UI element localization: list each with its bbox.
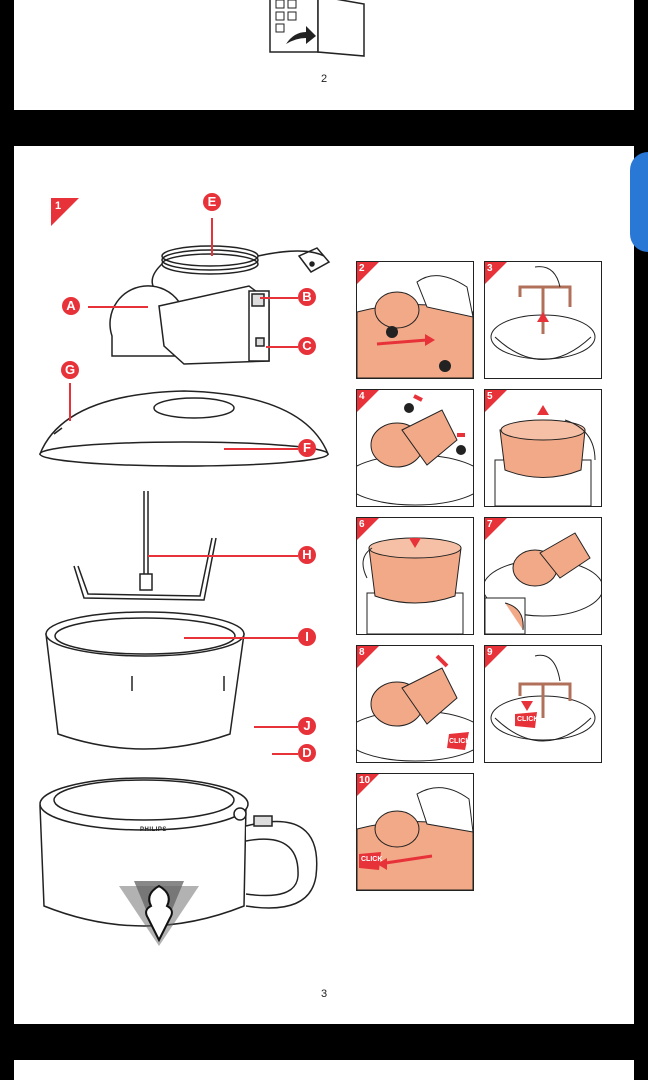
lid: [38, 390, 330, 467]
power-cord: [151, 245, 331, 295]
step-panel-6: 6: [356, 517, 474, 635]
philips-logo-graphic: [119, 881, 199, 946]
step-panel-3: 3: [484, 261, 602, 379]
base-jug: [39, 777, 318, 927]
figure-1-badge: [51, 198, 79, 226]
leader-line-h: [148, 555, 298, 557]
callout-f: F: [298, 439, 316, 457]
step-number: 7: [487, 519, 493, 530]
step-number: 4: [359, 391, 365, 402]
mixing-bowl: [45, 611, 245, 750]
section-tab[interactable]: [630, 152, 648, 252]
click-label: CLICK: [449, 738, 471, 745]
callout-b: B: [298, 288, 316, 306]
leader-line-i: [184, 637, 298, 639]
callout-d: D: [298, 744, 316, 762]
leader-line-a: [88, 306, 148, 308]
figure-1-label: 1: [55, 200, 62, 212]
step-panel-10: 10 CLICK: [356, 773, 474, 891]
callout-j: J: [298, 717, 316, 735]
callout-c: C: [298, 337, 316, 355]
callout-a: A: [62, 297, 80, 315]
step-panel-7: 7: [484, 517, 602, 635]
click-label: CLICK: [517, 716, 539, 723]
step-number: 10: [359, 775, 371, 786]
leader-line-f: [224, 448, 298, 450]
callout-i: I: [298, 628, 316, 646]
step-number: 6: [359, 519, 365, 530]
step-number: 8: [359, 647, 365, 658]
step-number: 5: [487, 391, 493, 402]
brand-label: PHILIPS: [140, 827, 167, 833]
kneading-hook: [73, 491, 217, 601]
motor-unit: [109, 285, 270, 365]
step-panel-9: 9 CLICK: [484, 645, 602, 763]
leader-line-d: [272, 753, 298, 755]
step-panel-8: 8 CLICK: [356, 645, 474, 763]
callout-g: G: [61, 361, 79, 379]
manual-booklet-icon: [269, 0, 365, 57]
step-number: 2: [359, 263, 365, 274]
next-page: [14, 1060, 634, 1080]
previous-page: 2: [14, 0, 634, 110]
callout-e: E: [203, 193, 221, 211]
step-panel-2: 2: [356, 261, 474, 379]
step-number: 9: [487, 647, 493, 658]
leader-line-g: [69, 383, 71, 421]
leader-line-e: [211, 218, 213, 256]
page-number: 2: [320, 73, 328, 85]
manual-page: 1: [14, 146, 634, 1024]
page-number: 3: [320, 988, 328, 1000]
click-label: CLICK: [361, 856, 383, 863]
leader-line-j: [254, 726, 298, 728]
leader-line-c: [266, 346, 298, 348]
callout-h: H: [298, 546, 316, 564]
leader-line-b: [260, 297, 298, 299]
step-panel-4: 4: [356, 389, 474, 507]
step-number: 3: [487, 263, 493, 274]
appliance-exploded-view: [38, 245, 331, 946]
step-panel-5: 5: [484, 389, 602, 507]
